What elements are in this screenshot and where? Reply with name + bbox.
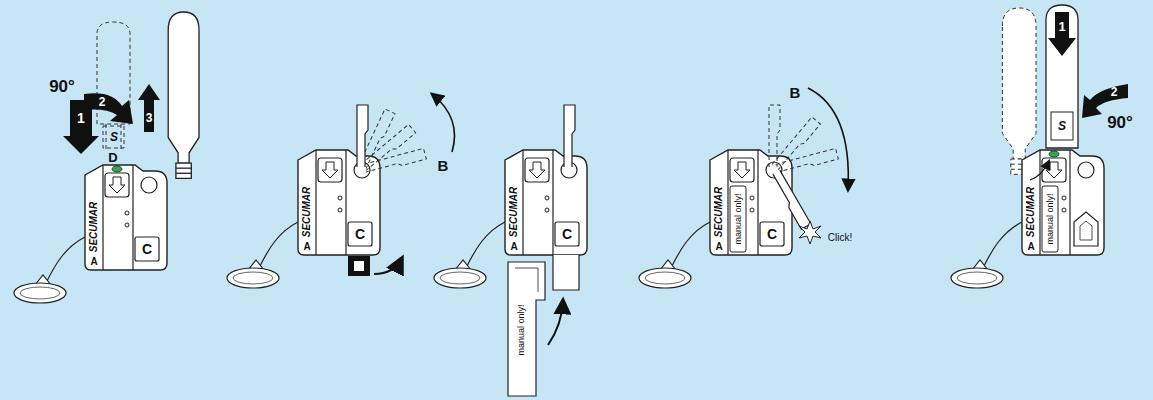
- part-letter: C: [142, 242, 152, 256]
- part-letter: A: [510, 242, 517, 252]
- part-letter: C: [355, 227, 365, 241]
- brand-name: SECUMAR: [714, 187, 724, 238]
- part-letter: D: [108, 151, 117, 164]
- step-number: 1: [1058, 20, 1065, 33]
- brand-name: SECUMAR: [509, 187, 519, 238]
- part-letter: C: [767, 227, 777, 241]
- motion-letter: B: [790, 85, 801, 100]
- cap-text: manual only!: [517, 304, 526, 355]
- cap-text: manual only!: [1046, 193, 1055, 244]
- motion-letter: B: [438, 158, 449, 173]
- step-number: 2: [99, 96, 106, 108]
- logo-mark: S: [110, 131, 118, 143]
- part-letter: C: [562, 227, 572, 241]
- part-letter: A: [715, 242, 722, 252]
- part-letter: A: [303, 242, 310, 252]
- cap-text: manual only!: [734, 193, 743, 244]
- part-letter: A: [90, 257, 97, 267]
- brand-name: SECUMAR: [89, 202, 99, 253]
- angle-label: 90°: [49, 78, 75, 95]
- step-number: 1: [77, 111, 85, 125]
- logo-mark: S: [1058, 120, 1066, 132]
- angle-label: 90°: [1107, 114, 1133, 131]
- brand-name: SECUMAR: [1026, 187, 1036, 238]
- step-number: 3: [146, 112, 153, 124]
- brand-name: SECUMAR: [302, 187, 312, 238]
- sound-label: Click!: [828, 233, 852, 243]
- step-number: 2: [1111, 86, 1118, 98]
- part-letter: A: [1027, 242, 1034, 252]
